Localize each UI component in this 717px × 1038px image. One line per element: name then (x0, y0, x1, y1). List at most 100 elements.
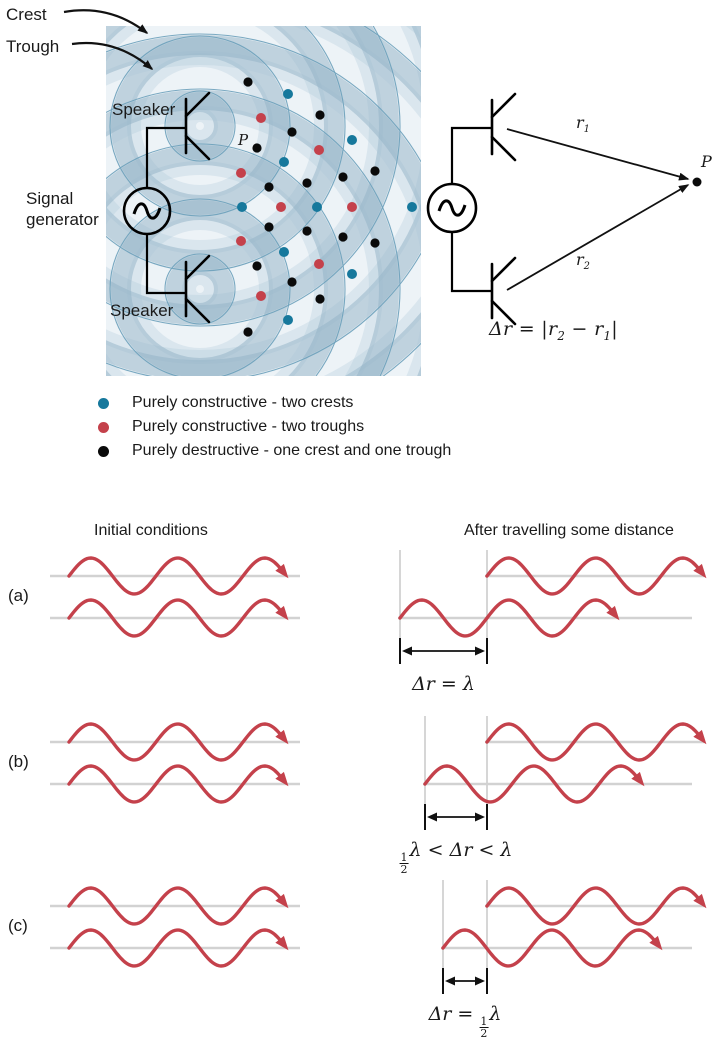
speaker-icon (490, 92, 517, 162)
interference-dots (236, 77, 417, 337)
constructive-crest-dot (407, 202, 417, 212)
constructive-trough-dot (236, 236, 246, 246)
constructive-crest-dot (237, 202, 247, 212)
speaker-top-label: Speaker (112, 100, 176, 119)
wave-curve (485, 886, 701, 926)
wave-row-c (50, 880, 707, 994)
constructive-trough-dot (276, 202, 286, 212)
delta-r-annotation-a: Δr = λ (412, 673, 475, 695)
wires-left (145, 126, 186, 295)
wave-curve (67, 886, 283, 926)
destructive-dot (338, 172, 348, 182)
destructive-dot (252, 261, 262, 271)
destructive-dot (302, 178, 312, 188)
wave-row-a (50, 550, 707, 664)
point-p-label-left: P (238, 131, 249, 149)
wave-row-b (50, 716, 707, 830)
red-dot-icon (98, 421, 109, 433)
wave-arrowhead (649, 935, 663, 951)
signal-generator-label: Signal generator (26, 189, 99, 230)
column-header-initial: Initial conditions (94, 522, 208, 539)
wave-arrowhead (275, 935, 289, 951)
wires-right (450, 126, 492, 293)
wave-curve (485, 722, 701, 762)
destructive-dot (302, 226, 312, 236)
legend: Purely constructive - two crests Purely … (92, 391, 451, 463)
destructive-dot (287, 277, 297, 287)
destructive-dot (243, 77, 253, 87)
row-label-a: (a) (8, 586, 29, 605)
legend-item-destructive: Purely destructive - one crest and one t… (92, 439, 451, 463)
destructive-dot (315, 110, 325, 120)
constructive-crest-dot (279, 247, 289, 257)
signal-generator-icon (122, 186, 172, 236)
wave-curve (441, 928, 657, 968)
constructive-crest-dot (347, 269, 357, 279)
wave-curve (67, 598, 283, 638)
wave-arrowhead (606, 605, 620, 621)
destructive-dot (370, 166, 380, 176)
point-p-dot (692, 177, 702, 187)
legend-label: Purely destructive - one crest and one t… (132, 442, 452, 459)
constructive-trough-dot (314, 145, 324, 155)
trough-arrow (71, 41, 154, 70)
destructive-dot (252, 143, 262, 153)
wave-arrowhead (693, 729, 707, 745)
r1-arrow (506, 128, 690, 181)
point-p-label-right: P (701, 152, 712, 171)
wave-curve (485, 556, 701, 596)
legend-label: Purely constructive - two troughs (132, 418, 365, 435)
constructive-crest-dot (312, 202, 322, 212)
wave-arrowhead (275, 729, 289, 745)
constructive-trough-dot (256, 113, 266, 123)
destructive-dot (264, 222, 274, 232)
wave-arrowhead (275, 605, 289, 621)
speaker-bottom-label: Speaker (110, 301, 174, 320)
trough-label: Trough (6, 37, 60, 56)
r1-label: r1 (576, 113, 590, 136)
wave-curve (67, 764, 283, 804)
wave-arrowhead (693, 893, 707, 909)
constructive-crest-dot (283, 89, 293, 99)
constructive-crest-dot (283, 315, 293, 325)
crest-label: Crest (6, 5, 47, 24)
constructive-crest-dot (279, 157, 289, 167)
wave-curve (67, 928, 283, 968)
wave-arrowhead (693, 563, 707, 579)
destructive-dot (370, 238, 380, 248)
speaker-icon (490, 256, 517, 326)
wave-curve (398, 598, 614, 638)
destructive-dot (287, 127, 297, 137)
wave-arrowhead (275, 893, 289, 909)
legend-label: Purely constructive - two crests (132, 394, 354, 411)
wave-curve (423, 764, 639, 804)
wave-curve (67, 722, 283, 762)
wave-arrowhead (275, 771, 289, 787)
r2-label: r2 (576, 250, 590, 273)
legend-item-constructive-troughs: Purely constructive - two troughs (92, 415, 451, 439)
speaker-icon (184, 91, 211, 161)
wave-arrowhead (275, 563, 289, 579)
ripple-field (106, 26, 421, 376)
r2-arrow (506, 184, 690, 291)
constructive-crest-dot (347, 135, 357, 145)
path-difference-equation: Δr = |r2 − r1| (489, 318, 618, 343)
constructive-trough-dot (314, 259, 324, 269)
teal-dot-icon (98, 397, 109, 409)
destructive-dot (338, 232, 348, 242)
constructive-trough-dot (347, 202, 357, 212)
wave-arrowhead (631, 771, 645, 787)
legend-item-constructive-crests: Purely constructive - two crests (92, 391, 451, 415)
black-dot-icon (98, 445, 109, 457)
speaker-icon (184, 254, 211, 324)
column-header-after: After travelling some distance (464, 522, 674, 539)
wave-curve (67, 556, 283, 596)
crest-arrow (63, 9, 149, 34)
constructive-trough-dot (256, 291, 266, 301)
row-label-b: (b) (8, 752, 29, 771)
constructive-trough-dot (236, 168, 246, 178)
